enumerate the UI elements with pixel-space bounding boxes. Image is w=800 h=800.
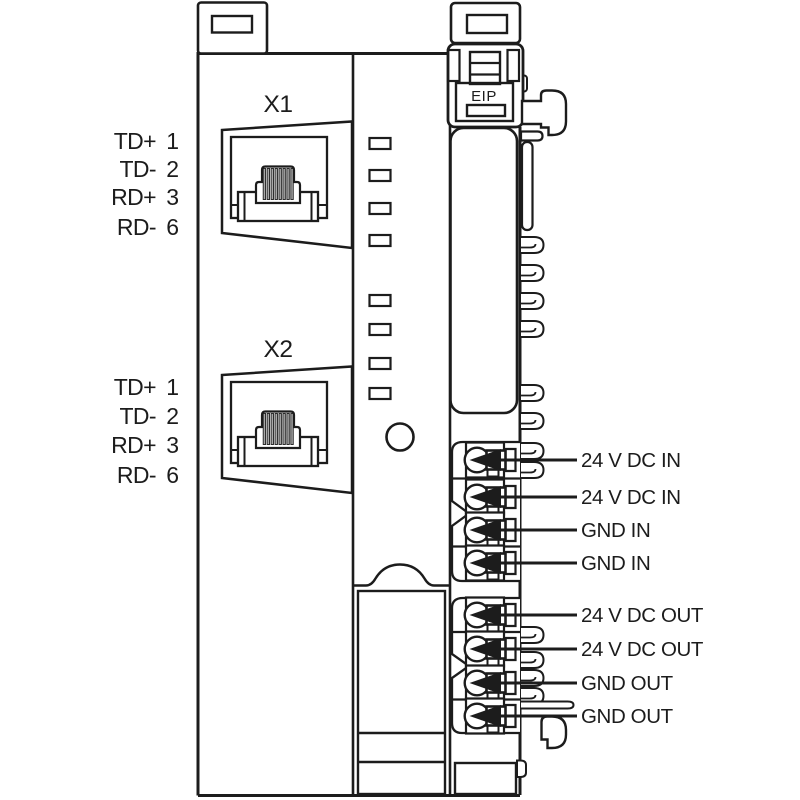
bus-contact [519,236,545,254]
pin-signal: RD+ [111,184,156,210]
led-indicator [368,168,392,183]
side-slot [520,140,534,232]
latch-wing-left [446,48,461,83]
pin-number: 2 [166,156,179,182]
latch-assembly: EIP [446,42,528,129]
pin-signal: TD+ [114,374,156,400]
marking-plate [454,81,515,123]
bus-contact [519,651,545,669]
led-indicator [368,386,392,401]
terminal-label: 24 V DC OUT [581,638,704,661]
bottom-face [353,563,527,796]
led-indicator [368,322,392,337]
terminal-label: 24 V DC IN [581,449,681,472]
terminal-label: 24 V DC IN [581,486,681,509]
bus-contact [519,292,545,310]
mounting-tab-left [196,1,269,55]
mode-button [385,422,415,452]
pin-number: 6 [166,462,179,488]
arch-detail [353,563,450,587]
terminal-label: GND OUT [581,705,674,728]
port-x1-label: X1 [264,91,293,118]
pin-number: 1 [166,128,179,154]
bus-contact [519,320,545,338]
side-rail-bar [519,700,575,710]
bus-contact [519,264,545,282]
led-indicator [368,136,392,151]
ethernet-port-x1: X1 [220,91,354,250]
ethernet-port-x2: X2 [220,336,354,495]
led-indicator [368,356,392,371]
bus-contact [519,384,545,402]
pin-labels-x1: TD+ 1 TD- 2 RD+ 3 RD- 6 [111,128,179,240]
bus-contacts [519,236,545,705]
terminal-label: GND IN [581,519,650,542]
pin-signal: TD- [119,156,156,182]
bottom-right-box [453,761,518,796]
power-terminals-in: 24 V DC IN 24 V DC IN GND IN GND IN [450,440,681,583]
bottom-panel-lines [358,731,445,764]
terminal-label: GND OUT [581,672,674,695]
bottom-panel [356,589,447,796]
pin-signal: RD- [117,214,156,240]
pin-number: 2 [166,403,179,429]
pin-number: 6 [166,214,179,240]
terminal-label: 24 V DC OUT [581,604,704,627]
bus-contact [519,412,545,430]
terminal-label: GND IN [581,552,650,575]
mounting-tab-right [449,1,522,45]
leader-lines [500,613,577,718]
pin-number: 1 [166,374,179,400]
rj45-jack-x2 [220,365,354,495]
bus-contact [519,626,545,644]
marking-window [465,103,507,118]
mounting-slot [465,13,509,35]
pin-signal: TD- [119,403,156,429]
pin-signal: RD- [117,462,156,488]
led-indicator [368,201,392,216]
pin-labels-x2: TD+ 1 TD- 2 RD+ 3 RD- 6 [111,374,179,488]
latch-wing-right [506,48,521,83]
bus-contact [519,461,545,479]
pin-number: 3 [166,184,179,210]
bottom-side-tab [516,759,527,778]
pin-signal: RD+ [111,432,156,458]
power-terminals-out: 24 V DC OUT 24 V DC OUT GND OUT GND OUT [450,596,704,735]
mounting-slot [210,14,254,34]
pin-signal: TD+ [114,128,156,154]
led-indicator [368,233,392,248]
din-rail-hook-bottom [540,715,568,750]
bus-contact [519,442,545,460]
din-rail-hook-top [520,89,568,137]
leader-lines [500,458,577,565]
eip-label: EIP [471,88,497,105]
hook-tab-top [519,130,544,142]
port-x2-label: X2 [264,336,293,363]
release-lever [449,126,519,415]
pin-number: 3 [166,432,179,458]
led-indicator [368,293,392,308]
rj45-jack-x1 [220,120,354,250]
